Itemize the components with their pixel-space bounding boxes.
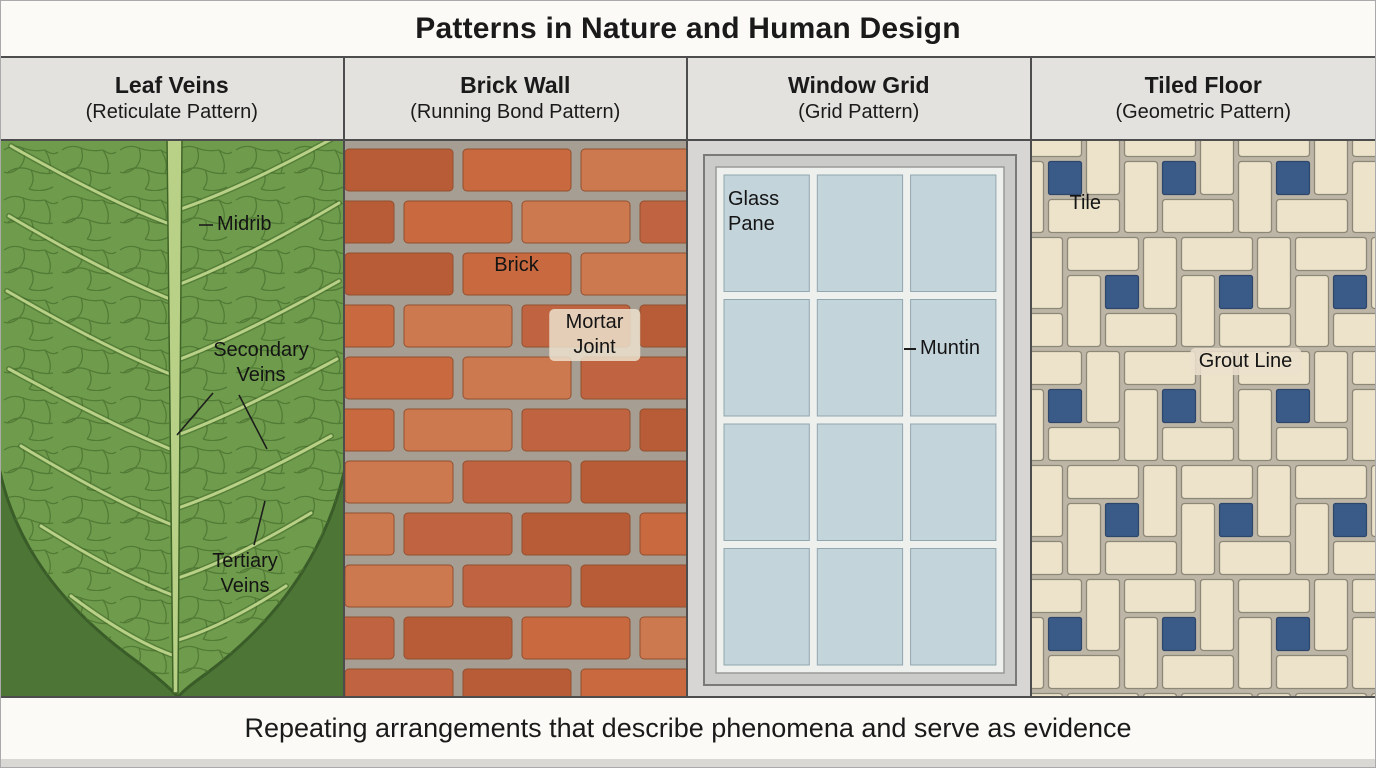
column-headers: Leaf Veins (Reticulate Pattern) Brick Wa… — [1, 58, 1375, 141]
label-grout-line: Grout Line — [1189, 348, 1302, 375]
caption: Repeating arrangements that describe phe… — [244, 713, 1132, 743]
column-header-window-grid: Window Grid (Grid Pattern) — [688, 58, 1032, 139]
column-title: Leaf Veins — [114, 71, 229, 98]
column-header-tiled-floor: Tiled Floor (Geometric Pattern) — [1032, 58, 1376, 139]
column-subtitle: (Reticulate Pattern) — [85, 101, 258, 124]
label-secondary-veins: Secondary Veins — [213, 339, 309, 386]
column-title: Window Grid — [787, 71, 930, 98]
header: Patterns in Nature and Human Design — [1, 1, 1375, 58]
label-midrib: Midrib — [217, 213, 272, 235]
column-title: Tiled Floor — [1144, 71, 1262, 98]
leaf-illustration — [1, 141, 343, 696]
window-panes — [723, 174, 997, 666]
panels-row: Midrib Secondary Veins Tertiary Veins Br… — [1, 141, 1375, 696]
panel-leaf-veins: Midrib Secondary Veins Tertiary Veins — [1, 141, 345, 696]
label-glass-pane: Glass Pane — [728, 188, 780, 235]
tile-illustration — [1031, 141, 1375, 696]
column-subtitle: (Geometric Pattern) — [1115, 101, 1292, 124]
panel-window-grid: Glass Pane Muntin — [688, 141, 1032, 696]
window-illustration — [688, 141, 1030, 696]
panel-tiled-floor: Tile Grout Line — [1031, 141, 1375, 696]
label-tile: Tile — [1069, 192, 1101, 214]
column-header-leaf-veins: Leaf Veins (Reticulate Pattern) — [1, 58, 345, 139]
panel-brick-wall: Brick Mortar Joint — [344, 141, 688, 696]
label-tertiary-veins: Tertiary Veins — [212, 550, 278, 597]
column-subtitle: (Grid Pattern) — [798, 101, 920, 124]
label-mortar-joint: Mortar Joint — [548, 309, 641, 361]
brick-illustration — [344, 141, 687, 696]
leaf-pointer-lines — [176, 224, 268, 546]
caption-bar: Repeating arrangements that describe phe… — [1, 696, 1375, 759]
page-title: Patterns in Nature and Human Design — [415, 11, 961, 45]
column-header-brick-wall: Brick Wall (Running Bond Pattern) — [345, 58, 688, 139]
label-brick: Brick — [494, 254, 539, 276]
column-subtitle: (Running Bond Pattern) — [410, 101, 621, 124]
bottom-strip — [1, 759, 1375, 767]
label-muntin: Muntin — [920, 337, 981, 359]
column-title: Brick Wall — [460, 71, 571, 98]
